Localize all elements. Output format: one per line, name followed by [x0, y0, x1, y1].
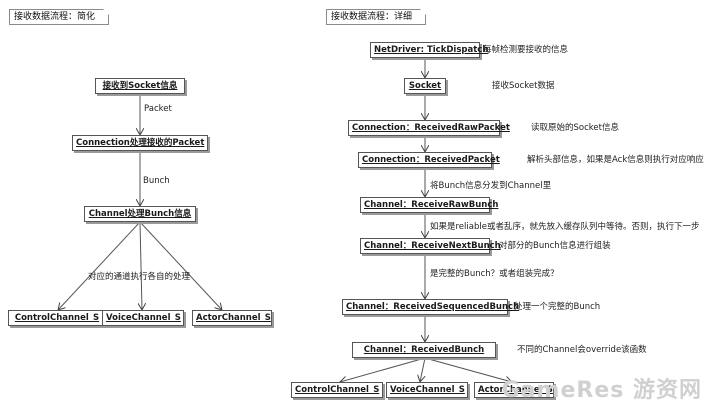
right-node-socket: Socket	[404, 78, 446, 94]
right-node-nextbunch: Channel：ReceiveNextBunch	[360, 238, 501, 254]
left-label-packet: Packet	[144, 104, 172, 114]
right-frame-title: 接收数据流程：详细	[326, 9, 426, 25]
left-node-channel: Channel处理Bunch信息	[84, 206, 196, 222]
edge-channel-voice	[140, 221, 142, 310]
edge-channel-control	[58, 221, 141, 310]
right-node-rawpacket: Connection：ReceivedRawPacket	[348, 120, 510, 136]
edge-received-actor	[424, 357, 512, 382]
left-node-control: ControlChannel_S	[8, 310, 106, 326]
right-node-voice: VoiceChannel_S	[386, 382, 468, 398]
edge-received-control	[340, 357, 426, 382]
right-node-tick: NetDriver: TickDispatch	[370, 42, 488, 58]
right-note-packet: 解析头部信息，如果是Ack信息则执行对应响应	[527, 155, 704, 165]
right-note-tick: 每帧检测要接收的信息	[483, 45, 569, 55]
left-node-connection: Connection处理接收的Packet	[72, 135, 208, 151]
left-frame-title: 接收数据流程：简化	[9, 9, 109, 25]
left-node-socket: 接收到Socket信息	[95, 78, 185, 94]
left-label-dispatch: 对应的通道执行各自的处理	[88, 272, 191, 282]
right-note-reliable: 如果是reliable或者乱序，就先放入缓存队列中等待。否则，执行下一步	[430, 222, 700, 232]
left-node-voice: VoiceChannel_S	[102, 310, 184, 326]
left-node-actor: ActorChannel_S	[192, 310, 272, 326]
right-note-dispatch: 将Bunch信息分发到Channel里	[430, 181, 552, 191]
watermark: GameRes 游资网	[501, 378, 702, 403]
left-label-bunch: Bunch	[143, 176, 170, 186]
right-node-control: ControlChannel_S	[291, 382, 383, 398]
right-note-sequenced: 处理一个完整的Bunch	[514, 302, 601, 312]
right-node-sequenced: Channel：ReceivedSequencedBunch	[342, 299, 519, 315]
right-node-rawbunch: Channel：ReceiveRawBunch	[360, 197, 498, 213]
right-note-socket: 接收Socket数据	[492, 81, 555, 91]
right-note-received: 不同的Channel会override该函数	[517, 345, 647, 355]
edge-channel-actor	[139, 221, 222, 310]
right-node-received: Channel：ReceivedBunch	[352, 342, 496, 358]
right-node-actor: ActorChannel_S	[474, 382, 554, 398]
right-note-complete: 是完整的Bunch？或者组装完成？	[430, 269, 559, 279]
right-node-packet: Connection：ReceivedPacket	[358, 152, 500, 168]
edge-received-voice	[420, 357, 426, 382]
right-note-rawpacket: 读取原始的Socket信息	[531, 123, 619, 133]
right-note-nextbunch: 对部分的Bunch信息进行组装	[499, 241, 611, 251]
